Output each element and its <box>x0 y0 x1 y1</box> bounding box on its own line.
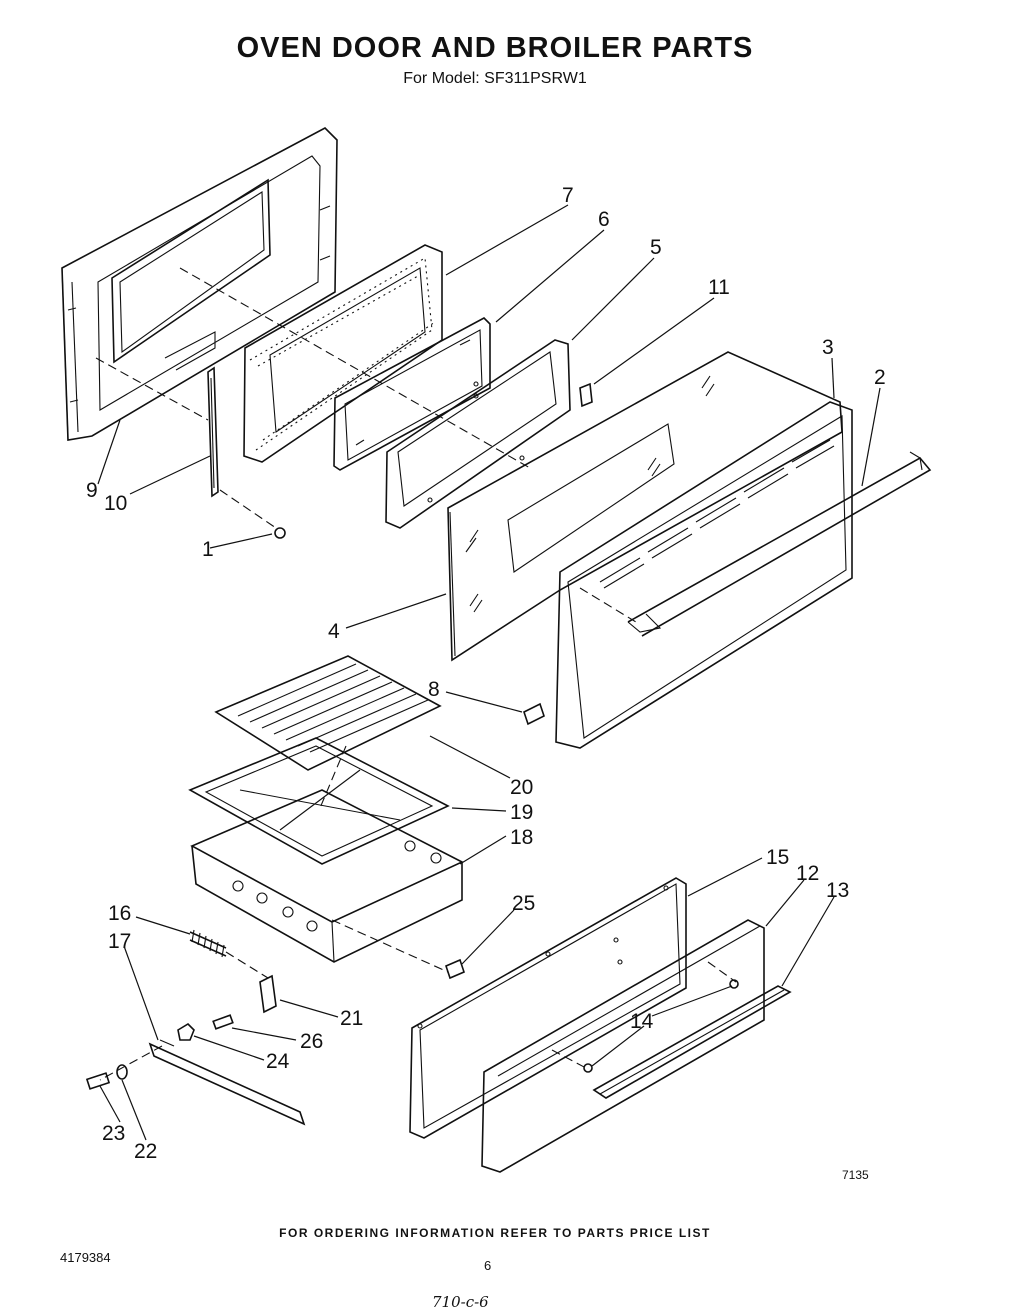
part-bracket <box>523 702 545 726</box>
callout-leaders <box>97 204 881 1141</box>
handwritten-note: 710-c-6 <box>432 1293 489 1311</box>
model-subtitle: For Model: SF311PSRW1 <box>403 70 587 87</box>
callout-11: 11 <box>708 276 730 299</box>
callout-18: 18 <box>510 826 533 849</box>
callout-15: 15 <box>766 846 789 869</box>
callout-9: 9 <box>86 479 98 502</box>
callout-7: 7 <box>562 184 574 207</box>
callout-21: 21 <box>340 1007 363 1030</box>
part-latch-bracket <box>259 974 277 1014</box>
part-drawer-outer-panel <box>481 919 765 1173</box>
part-pan-clip <box>445 958 465 980</box>
part-screw <box>274 527 286 539</box>
part-hinge-bar <box>207 366 219 498</box>
part-washer <box>116 1064 128 1080</box>
part-broiler-pan-insert <box>188 737 450 865</box>
part-inner-door-panel <box>61 127 338 441</box>
callout-labels: 1 2 3 4 5 6 7 8 9 10 11 12 13 14 15 16 1… <box>86 184 886 1163</box>
callout-24: 24 <box>266 1050 290 1073</box>
drawing-code: 7135 <box>842 1168 869 1182</box>
part-insulation-frame <box>243 244 443 463</box>
callout-23: 23 <box>102 1122 125 1145</box>
part-clip <box>579 382 593 408</box>
page-title: OVEN DOOR AND BROILER PARTS <box>236 32 754 64</box>
part-spring <box>189 929 227 958</box>
callout-12: 12 <box>796 862 819 885</box>
callout-4: 4 <box>328 620 340 643</box>
part-drawer-inner-panel <box>409 877 687 1139</box>
callout-17: 17 <box>108 930 131 953</box>
part-outer-door-panel <box>555 401 853 749</box>
part-drawer-trim <box>592 985 792 1099</box>
part-inner-glass <box>333 317 491 471</box>
callout-26: 26 <box>300 1030 323 1053</box>
part-door-handle <box>627 451 932 637</box>
part-drawer-fasteners <box>583 979 739 1073</box>
part-broiler-pan <box>190 789 464 963</box>
part-rail-screw <box>85 1072 111 1090</box>
callout-5: 5 <box>650 236 662 259</box>
part-bolt <box>212 1014 234 1030</box>
assembly-lines <box>95 267 737 1081</box>
callout-3: 3 <box>822 336 834 359</box>
callout-8: 8 <box>428 678 440 701</box>
part-nut <box>177 1022 195 1041</box>
callout-10: 10 <box>104 492 127 515</box>
callout-22: 22 <box>134 1140 157 1163</box>
page-number: 6 <box>484 1258 492 1273</box>
ordering-note: FOR ORDERING INFORMATION REFER TO PARTS … <box>279 1226 711 1240</box>
part-glass-retainer <box>385 339 571 529</box>
part-slide-rail <box>148 1039 306 1126</box>
part-outer-glass <box>447 351 843 662</box>
document-number: 4179384 <box>60 1250 111 1265</box>
callout-19: 19 <box>510 801 533 824</box>
callout-2: 2 <box>874 366 886 389</box>
callout-14: 14 <box>630 1010 654 1033</box>
callout-16: 16 <box>108 902 131 925</box>
callout-1: 1 <box>202 538 214 561</box>
callout-25: 25 <box>512 892 535 915</box>
callout-6: 6 <box>598 208 610 231</box>
part-broiler-grid <box>214 655 442 771</box>
callout-13: 13 <box>826 879 849 902</box>
callout-20: 20 <box>510 776 533 799</box>
